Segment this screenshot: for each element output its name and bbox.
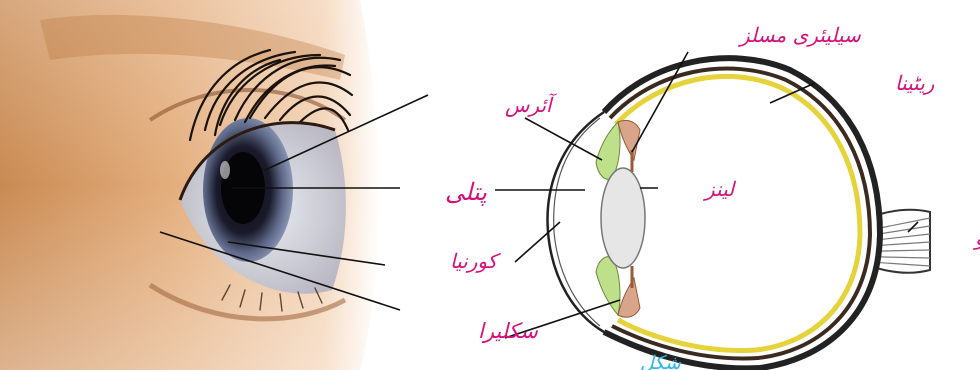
label-lens: لینز bbox=[702, 177, 737, 201]
eye-cross-section bbox=[548, 58, 930, 368]
eye-photo bbox=[0, 0, 379, 370]
label-sclera: سکلیرا bbox=[478, 319, 538, 344]
label-pupil: پتلی bbox=[445, 178, 487, 206]
label-iris: آئرس bbox=[505, 93, 557, 117]
label-optic-nerve: آپٹک نرو bbox=[972, 226, 980, 250]
lens-shape bbox=[601, 168, 645, 268]
label-ciliary-muscle: سیلیئری مسلز bbox=[737, 23, 861, 47]
label-cornea: کورنیا bbox=[450, 249, 502, 273]
leader-cornea-diagram bbox=[515, 222, 560, 262]
label-retina: ریٹینا bbox=[895, 71, 935, 95]
figure-caption: شکل bbox=[640, 352, 682, 370]
